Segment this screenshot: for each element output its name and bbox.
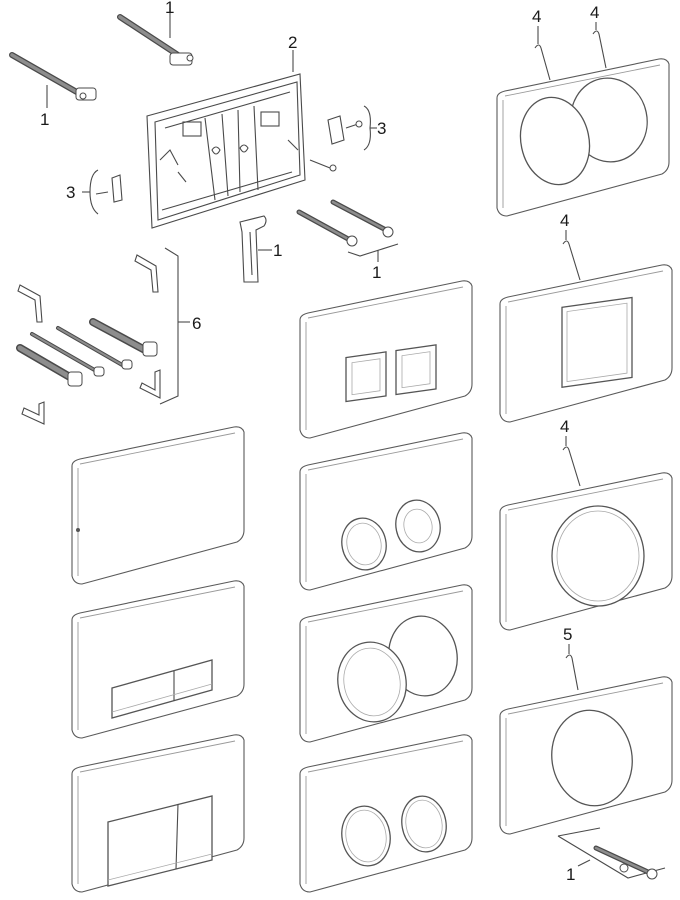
- plate-twin-overlap-round: [299, 584, 473, 743]
- actuator-rod-square-plate: 4: [560, 211, 581, 281]
- plate-single-round: [499, 472, 673, 631]
- mounting-frame: 2: [146, 33, 337, 229]
- actuator-rod-left: 4: [532, 7, 551, 81]
- plate-twin-round: [299, 734, 473, 893]
- callout-label: 1: [566, 865, 575, 884]
- bolt-pair: 1: [296, 199, 399, 282]
- callout-label: 5: [563, 625, 572, 644]
- plate-twin-small-round: [299, 432, 473, 591]
- side-clip-left: 3: [66, 169, 123, 215]
- side-clip-right: 3: [327, 105, 386, 151]
- callout-label: 3: [377, 119, 386, 138]
- callout-label: 4: [590, 3, 599, 22]
- bolt-and-washer: 1: [557, 827, 666, 884]
- callout-label: 4: [532, 7, 541, 26]
- plate-single-round-sensor: [499, 676, 673, 835]
- plate-twin-rect: [71, 734, 245, 893]
- callout-label: 2: [288, 33, 297, 52]
- callout-label: 1: [40, 110, 49, 129]
- callout-label: 1: [165, 0, 174, 17]
- callout-label: 4: [560, 417, 569, 436]
- callout-label: 1: [372, 263, 381, 282]
- actuator-lever: 1: [239, 215, 282, 283]
- mounting-rod-top: 1: [117, 0, 194, 66]
- callout-label: 1: [273, 241, 282, 260]
- plate-slim-rect: [71, 580, 245, 739]
- mounting-rod-left: 1: [9, 52, 97, 129]
- plate-single-square: [499, 264, 673, 423]
- actuator-rod-right: 4: [590, 3, 607, 69]
- callout-label: 3: [66, 183, 75, 202]
- plate-blank: [71, 426, 245, 585]
- callout-label: 6: [192, 314, 201, 333]
- actuator-rod-sensor-plate: 5: [563, 625, 579, 691]
- plate-twin-square: [299, 280, 473, 439]
- actuator-rod-round-plate: 4: [560, 417, 581, 487]
- plate-twin-ellipse: [496, 58, 670, 217]
- callout-label: 4: [560, 211, 569, 230]
- bracket-and-bolt-set: 6: [16, 247, 201, 425]
